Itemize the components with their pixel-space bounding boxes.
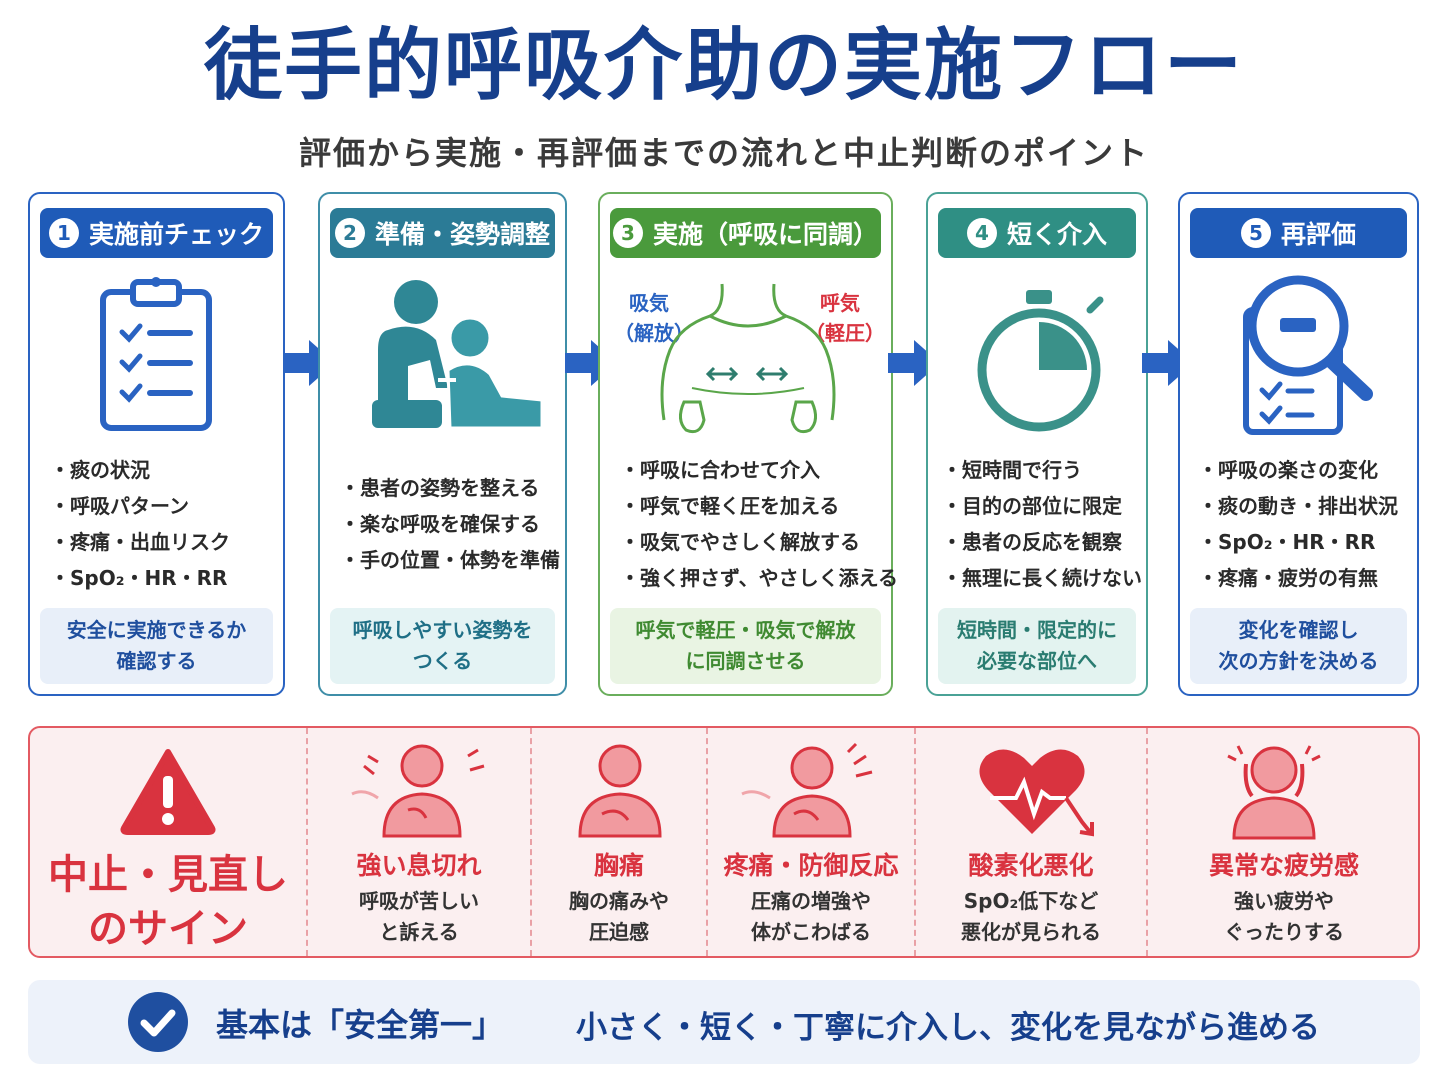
step-title-4: 短く介入 — [1006, 220, 1107, 249]
step-header-5: 5 再評価 — [1190, 208, 1407, 258]
step-number-3: 3 — [612, 218, 643, 248]
sign-chest-pain: 胸痛 胸の痛みや 圧迫感 — [530, 728, 706, 956]
sign-title: 異常な疲労感 — [1208, 851, 1359, 880]
sign-desc: 呼吸が苦しい と訴える — [359, 889, 479, 944]
step-number-1: 1 — [48, 218, 79, 248]
step-note-5: 変化を確認し 次の方針を決める — [1190, 608, 1407, 684]
heart-decline-icon — [979, 749, 1094, 837]
step-header-4: 4 短く介入 — [938, 208, 1136, 258]
step-card-3: 3 実施（呼吸に同調） 吸気 （解放） 呼気 （軽圧） 呼吸に合わせて介入 呼気… — [598, 192, 898, 696]
step3-item: 強く押さず、やさしく添える — [620, 560, 898, 596]
step4-item: 無理に長く続けない — [942, 560, 1142, 596]
step5-item: 疼痛・疲労の有無 — [1198, 560, 1411, 596]
chest-hands-icon — [660, 283, 836, 434]
step-header-3: 3 実施（呼吸に同調） — [610, 208, 881, 258]
step4-item: 短時間で行う — [942, 452, 1140, 488]
step-number-4: 4 — [966, 218, 997, 248]
step3-item: 吸気でやさしく解放する — [620, 524, 885, 560]
warning-triangle-icon — [120, 749, 216, 835]
step2-item: 楽な呼吸を確保する — [340, 506, 559, 542]
patient-positioning-icon — [372, 280, 544, 430]
stop-signs-heading: 中止・見直し のサイン — [30, 728, 306, 956]
step2-item: 手の位置・体勢を準備 — [340, 542, 560, 578]
stopwatch-icon — [977, 290, 1104, 432]
sign-pain-reaction: 疼痛・防御反応 圧痛の増強や 体がこわばる — [706, 728, 914, 956]
sign-desc: 胸の痛みや 圧迫感 — [569, 889, 669, 944]
step-number-2: 2 — [334, 218, 365, 248]
step4-item: 目的の部位に限定 — [942, 488, 1140, 524]
step2-item: 患者の姿勢を整える — [340, 470, 559, 506]
sign-title: 胸痛 — [593, 851, 644, 880]
step3-item: 呼吸に合わせて介入 — [620, 452, 885, 488]
step5-item: 痰の動き・排出状況 — [1198, 488, 1411, 524]
check-circle-icon — [128, 992, 188, 1052]
step-title-2: 準備・姿勢調整 — [374, 220, 550, 249]
step1-item: 疼痛・出血リスク — [50, 524, 277, 560]
exhale-label: 呼気 （軽圧） — [805, 291, 885, 345]
step3-item: 呼気で軽く圧を加える — [620, 488, 885, 524]
sign-title: 強い息切れ — [356, 851, 482, 880]
step-card-4: 4 短く介入 短時間で行う 目的の部位に限定 患者の反応を観察 無理に長く続けな… — [926, 192, 1148, 696]
chest-pain-person-icon — [578, 744, 662, 838]
stop-signs-panel: 中止・見直し のサイン 強い息切れ 呼吸が苦しい と訴える 胸痛 胸の痛みや 圧… — [28, 726, 1420, 958]
breathless-person-icon — [351, 744, 485, 838]
magnifier-clipboard-icon — [1243, 275, 1373, 435]
step5-item: SpO₂・HR・RR — [1198, 524, 1411, 560]
sign-desc: 圧痛の増強や 体がこわばる — [751, 889, 871, 944]
step-header-2: 2 準備・姿勢調整 — [330, 208, 555, 258]
footer-sub-text: 小さく・短く・丁寧に介入し、変化を見ながら進める — [576, 1010, 1320, 1046]
step-title-3: 実施（呼吸に同調） — [652, 220, 878, 249]
sign-title: 酸素化悪化 — [968, 851, 1094, 880]
step-title-5: 再評価 — [1280, 220, 1356, 249]
step-note-2: 呼吸しやすい姿勢を つくる — [330, 608, 555, 684]
sign-title: 疼痛・防御反応 — [723, 851, 899, 880]
exhausted-person-icon — [1227, 745, 1321, 840]
step1-item: SpO₂・HR・RR — [50, 560, 277, 596]
step1-item: 痰の状況 — [50, 452, 277, 488]
sign-desc: 強い疲労や ぐったりする — [1224, 889, 1344, 944]
page-title: 徒手的呼吸介助の実施フロー — [203, 21, 1244, 111]
sign-breathless: 強い息切れ 呼吸が苦しい と訴える — [306, 728, 530, 956]
step-note-3: 呼気で軽圧・吸気で解放 に同調させる — [610, 608, 881, 684]
step-card-2: 2 準備・姿勢調整 患者の姿勢を整える 楽な呼吸を確保する 手の位置・体勢を準備… — [318, 192, 567, 696]
safety-footer: 基本は「安全第一」 小さく・短く・丁寧に介入し、変化を見ながら進める — [28, 980, 1420, 1064]
page-subtitle: 評価から実施・再評価までの流れと中止判断のポイント — [298, 134, 1149, 172]
step-number-5: 5 — [1240, 218, 1271, 248]
step-card-1: 1 実施前チェック 痰の状況 呼吸パターン 疼痛・出血リスク SpO₂・HR・R… — [28, 192, 285, 696]
sign-fatigue: 異常な疲労感 強い疲労や ぐったりする — [1146, 728, 1420, 956]
step-note-4: 短時間・限定的に 必要な部位へ — [938, 608, 1136, 684]
step-header-1: 1 実施前チェック — [40, 208, 273, 258]
step-title-1: 実施前チェック — [88, 220, 264, 249]
step-note-1: 安全に実施できるか 確認する — [40, 608, 273, 684]
sign-desc: SpO₂低下など 悪化が見られる — [961, 889, 1101, 944]
footer-main-text: 基本は「安全第一」 — [216, 1006, 505, 1044]
step5-item: 呼吸の楽さの変化 — [1198, 452, 1411, 488]
clipboard-checklist-icon — [100, 277, 212, 431]
sign-oxygenation: 酸素化悪化 SpO₂低下など 悪化が見られる — [914, 728, 1146, 956]
step-card-5: 5 再評価 呼吸の楽さの変化 痰の動き・排出状況 SpO₂・HR・RR 疼痛・疲… — [1178, 192, 1419, 696]
step4-item: 患者の反応を観察 — [942, 524, 1140, 560]
pain-reaction-person-icon — [741, 742, 873, 838]
stop-signs-title: 中止・見直し のサイン — [48, 852, 288, 952]
step1-item: 呼吸パターン — [50, 488, 277, 524]
